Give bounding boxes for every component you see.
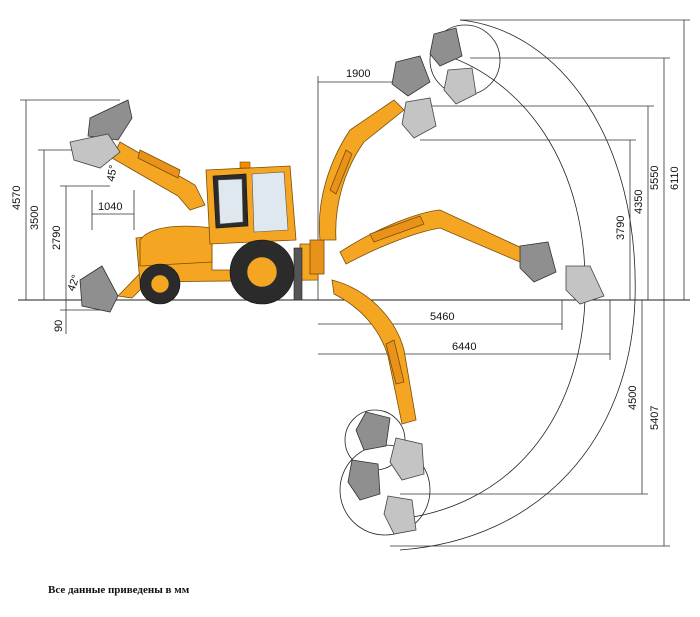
machine-body	[135, 161, 325, 305]
dim-4350: 4350	[633, 190, 645, 214]
backhoe-arm-raised	[318, 27, 477, 241]
footnote: Все данные приведены в мм	[48, 584, 190, 596]
dim-6110: 6110	[669, 166, 681, 190]
dim-3790: 3790	[615, 216, 627, 240]
dim-2790: 2790	[51, 226, 63, 250]
backhoe-arm-lowered	[331, 279, 425, 535]
backhoe-arm-extended	[339, 209, 605, 305]
dim-3500: 3500	[29, 206, 41, 230]
dim-4500: 4500	[627, 386, 639, 410]
dim-1900: 1900	[346, 68, 370, 80]
front-loader-dimensions	[20, 99, 135, 334]
dim-5550: 5550	[649, 166, 661, 190]
dim-1040: 1040	[98, 201, 122, 213]
dim-6440: 6440	[452, 341, 476, 353]
dim-42-deg: 42°	[66, 273, 83, 293]
dim-5407: 5407	[649, 406, 661, 430]
dim-90: 90	[53, 320, 65, 332]
dim-4570: 4570	[11, 186, 23, 210]
front-loader-raised	[69, 99, 206, 211]
dim-5460: 5460	[430, 311, 454, 323]
dim-45-deg: 45°	[105, 164, 120, 182]
